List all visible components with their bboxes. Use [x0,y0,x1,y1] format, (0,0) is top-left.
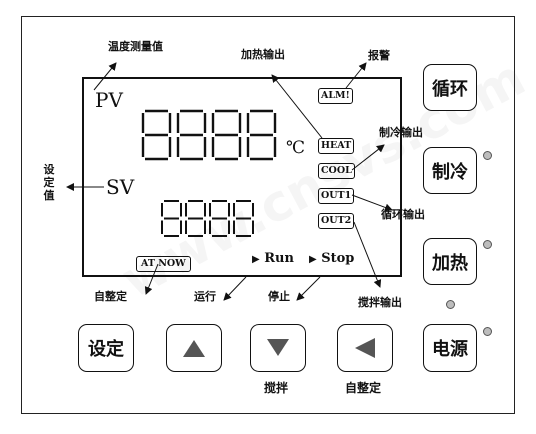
arrow-heat [271,74,323,139]
cooling-button-label: 制冷 [432,161,468,183]
cooling-button[interactable]: 制冷 [423,147,477,194]
power-button[interactable]: 电源 [423,324,477,372]
running-annotation: 运行 [194,290,216,303]
stopped-annotation: 停止 [268,290,290,303]
heating-output-annotation: 加热输出 [241,48,285,61]
cooling-output-annotation: 制冷输出 [379,126,423,139]
heating-button-label: 加热 [432,252,468,274]
stop-triangle-icon: ▶ [309,254,317,265]
run-triangle-icon: ▶ [252,254,260,265]
stop-indicator: ▶ Stop [309,251,355,266]
sv-label: SV [106,175,135,199]
arrow-cool [351,144,385,171]
pv-digits [141,109,277,161]
heat-tag: HEAT [318,138,355,154]
power-button-label: 电源 [432,339,468,360]
arrow-run [223,276,247,301]
set-button-label: 设定 [88,339,124,360]
arrow-stop [296,276,321,301]
down-button[interactable] [250,324,306,372]
out2-tag: OUT2 [318,213,355,229]
sv-digits [161,200,254,237]
left-triangle-icon [355,338,375,358]
arrow-alarm [345,62,367,89]
cooling-led [483,151,492,160]
cool-tag: COOL [318,163,355,179]
arrow-out1 [351,194,393,212]
temp-measure-annotation: 温度测量值 [108,40,163,53]
heating-button[interactable]: 加热 [423,238,477,285]
up-triangle-icon [183,340,205,357]
out1-tag: OUT1 [318,188,355,204]
alarm-annotation: 报警 [368,49,390,62]
lcd-display [82,77,402,277]
arrow-pv-temp [93,62,117,91]
panel-border [21,16,515,414]
circulation-output-annotation: 循环输出 [381,208,425,221]
set-button[interactable]: 设定 [78,324,134,372]
power-led [446,300,455,309]
circulation-button[interactable]: 循环 [423,64,477,111]
setpoint-annotation: 设定值 [43,163,55,202]
stirring-output-annotation: 搅拌输出 [358,296,402,309]
celsius-unit: ℃ [286,138,306,158]
arrow-at-now [144,263,159,295]
power-button-led [483,327,492,336]
at-now-tag: AT NOW [136,256,191,272]
autotune-caption: 自整定 [345,381,382,395]
stirring-caption: 搅拌 [264,381,289,395]
autotune-annotation: 自整定 [94,290,127,303]
heating-led [483,240,492,249]
circulation-button-label: 循环 [432,78,468,100]
pv-label: PV [95,88,123,112]
up-button[interactable] [166,324,222,372]
left-button[interactable] [337,324,393,372]
alm-tag: ALM! [318,88,353,104]
run-indicator: ▶ Run [252,251,294,266]
down-triangle-icon [267,339,289,356]
